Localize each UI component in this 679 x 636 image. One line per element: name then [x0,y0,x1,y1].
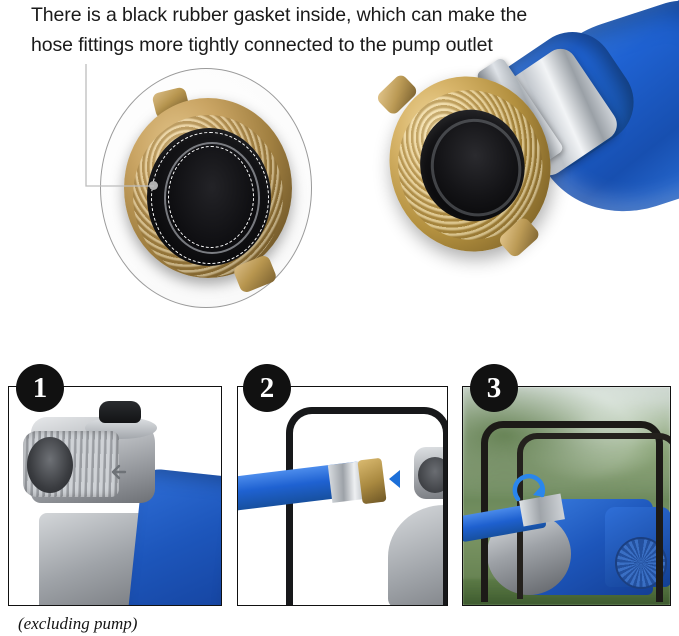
footnote-excluding-pump: (excluding pump) [18,614,138,633]
gasket-pointer-dot [149,181,158,190]
pump-outlet-opening [27,437,73,493]
hero-product-photo [371,0,679,348]
gasket-dashed-outline-inner [168,146,254,248]
pump-roll-cage [286,407,447,605]
pump-knob [99,401,141,423]
page-title: There is a black rubber gasket inside, w… [31,4,528,56]
gasket-magnifier-callout [85,64,312,308]
gasket-dashed-outline-outer [151,132,269,264]
rotate-tighten-arrow-icon [512,473,546,502]
brass-coupling [357,457,387,505]
step-panel-3 [462,386,671,606]
direction-arrow-icon [111,464,127,480]
installation-steps [0,386,679,610]
push-direction-arrow-icon [389,470,420,488]
step-panel-1 [8,386,222,606]
step-panel-2 [237,386,448,606]
pump-outlet-opening [418,457,447,493]
step-badge-2: 2 [243,364,291,412]
step-badge-3: 3 [470,364,518,412]
step-badge-1: 1 [16,364,64,412]
